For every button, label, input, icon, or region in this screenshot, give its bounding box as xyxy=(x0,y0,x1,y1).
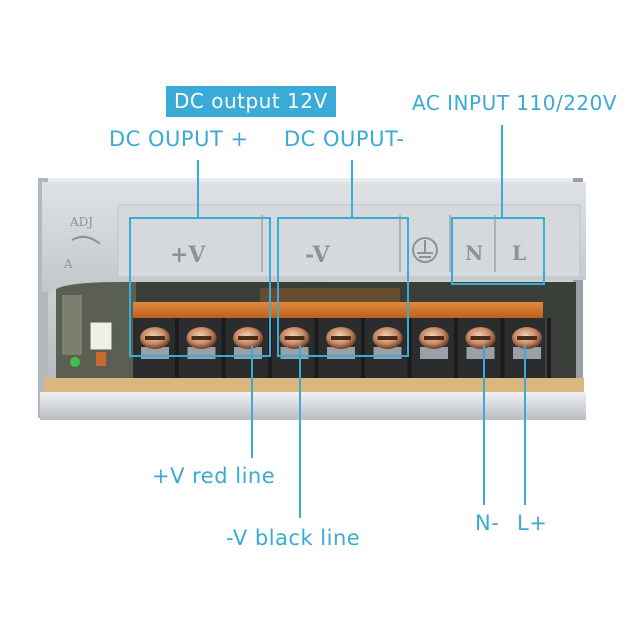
adj-marking: ADJ xyxy=(69,215,93,229)
callout-lines xyxy=(197,125,526,518)
terminal-block xyxy=(133,318,551,380)
n-marking: N xyxy=(465,241,483,265)
dc-output-voltage-label: DC output 12V xyxy=(166,86,336,117)
negative-wire-label: -V black line xyxy=(226,526,361,550)
base-plate xyxy=(40,378,586,420)
terminal-screws xyxy=(140,318,551,380)
terminal-screw xyxy=(512,318,551,380)
dc-output-plus-label: DC OUPUT + xyxy=(109,127,249,151)
dc-minus-callout-box xyxy=(277,217,409,357)
panel-markings: ADJ +V -V N L A xyxy=(63,215,526,271)
l-marking: L xyxy=(512,241,526,265)
adj-a-marking: A xyxy=(63,257,73,271)
neutral-label: N- xyxy=(475,511,500,535)
terminal-bus-strip xyxy=(133,302,543,320)
dc-output-minus-label: DC OUPUT- xyxy=(284,127,405,151)
dc-plus-callout-box xyxy=(129,217,271,357)
ac-input-label: AC INPUT 110/220V xyxy=(412,91,618,115)
live-label: L+ xyxy=(517,511,548,535)
terminal-screw xyxy=(419,318,458,380)
adj-arrow-icon xyxy=(71,235,101,245)
callout-boxes xyxy=(129,217,545,357)
terminal-screw xyxy=(186,318,226,380)
ac-input-callout-box xyxy=(451,217,545,285)
top-cover xyxy=(42,182,586,292)
positive-wire-label: +V red line xyxy=(152,464,276,488)
minus-v-marking: -V xyxy=(305,242,331,268)
terminal-screw xyxy=(465,318,505,380)
plus-v-marking: +V xyxy=(170,242,206,268)
